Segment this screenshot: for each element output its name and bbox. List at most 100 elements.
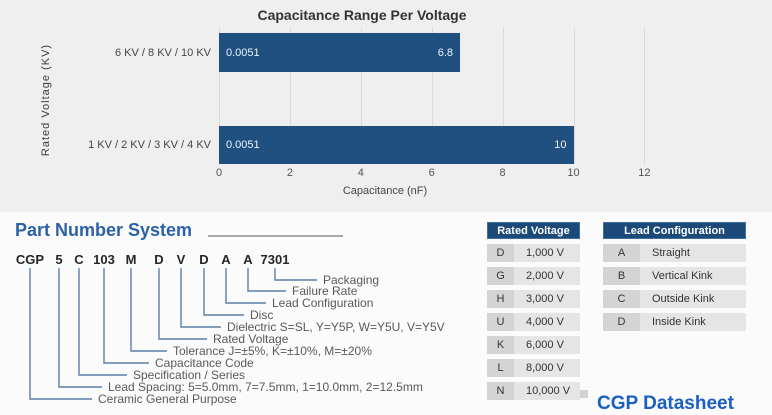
- leader-line: [274, 268, 317, 281]
- value-cell: 1,000 V: [514, 244, 580, 262]
- gridline: [644, 28, 646, 164]
- part-number-segment: C: [74, 252, 84, 267]
- chart-y-axis-title: Rated Voltage (KV): [40, 43, 52, 157]
- part-number-segment-label: Packaging: [323, 273, 380, 287]
- x-tick-label: 4: [357, 167, 364, 179]
- x-tick-label: 8: [499, 167, 506, 179]
- code-cell: A: [603, 244, 640, 262]
- leader-line: [58, 268, 102, 388]
- part-number-segment: A: [243, 252, 253, 267]
- part-number-segment: D: [199, 252, 209, 267]
- code-cell: K: [487, 336, 514, 354]
- leader-line: [103, 268, 149, 364]
- range-bar: 0.0051 6.8: [219, 33, 461, 72]
- part-number-segment: 5: [55, 252, 63, 267]
- bar-max-label: 6.8: [437, 46, 454, 59]
- part-number-segment-label: Dielectric S=SL, Y=Y5P, W=Y5U, V=Y5V: [227, 320, 445, 334]
- part-number-segment-label: Specification / Series: [133, 368, 246, 382]
- part-number-segment: A: [221, 252, 231, 267]
- value-cell: 3,000 V: [514, 290, 580, 308]
- gridline: [360, 28, 362, 164]
- range-bar: 0.0051 10: [219, 126, 574, 164]
- bar-max-label: 10: [554, 139, 567, 151]
- value-cell: 6,000 V: [514, 336, 580, 354]
- chart-x-axis-title: Capacitance (nF): [342, 185, 428, 197]
- leader-line: [247, 268, 286, 292]
- lead-configuration-table-header: Lead Configuration: [603, 222, 746, 239]
- y-category-label: 6 KV / 8 KV / 10 KV: [115, 46, 211, 59]
- decorative-square: [580, 390, 588, 398]
- x-tick-label: 12: [638, 167, 651, 179]
- leader-line: [203, 268, 244, 316]
- part-number-segment-label: Tolerance J=±5%, K=±10%, M=±20%: [173, 344, 372, 358]
- x-tick-label: 6: [428, 167, 435, 179]
- part-number-segment-label: Disc: [250, 308, 274, 322]
- code-cell: U: [487, 313, 514, 331]
- gridline: [431, 28, 433, 164]
- gridline: [289, 28, 291, 164]
- code-cell: H: [487, 290, 514, 308]
- value-cell: Vertical Kink: [640, 267, 746, 285]
- part-number-segment-label: Lead Configuration: [272, 296, 374, 310]
- leader-line: [78, 268, 127, 376]
- value-cell: 4,000 V: [514, 313, 580, 331]
- bar-min-label: 0.0051: [226, 46, 260, 59]
- value-cell: 2,000 V: [514, 267, 580, 285]
- leader-line: [158, 268, 207, 340]
- code-cell: N: [487, 382, 514, 400]
- part-number-segment-label: Lead Spacing: 5=5.0mm, 7=7.5mm, 1=10.0mm…: [108, 380, 423, 394]
- value-cell: Outside Kink: [640, 290, 746, 308]
- leader-line: [180, 268, 221, 328]
- part-number-segment: D: [154, 252, 164, 267]
- code-cell: L: [487, 359, 514, 377]
- capacitance-chart: Capacitance Range Per Voltage 0 2 4 6 8 10 12 0…: [0, 0, 772, 212]
- code-cell: B: [603, 267, 640, 285]
- gridline: [219, 28, 220, 164]
- gridline: [502, 28, 504, 164]
- y-category-label: 1 KV / 2 KV / 3 KV / 4 KV: [88, 139, 211, 151]
- x-tick-label: 2: [286, 167, 293, 179]
- part-number-segment: V: [176, 252, 186, 267]
- code-cell: C: [603, 290, 640, 308]
- chart-title: Capacitance Range Per Voltage: [257, 7, 467, 23]
- code-cell: G: [487, 267, 514, 285]
- cgp-datasheet-link[interactable]: CGP Datasheet: [597, 393, 734, 414]
- leader-line: [29, 268, 92, 400]
- part-number-segment-label: Rated Voltage: [213, 332, 289, 346]
- part-number-system-title: Part Number System: [15, 220, 193, 240]
- code-cell: D: [487, 244, 514, 262]
- part-number-segment-label: Failure Rate: [292, 284, 358, 298]
- part-number-segment-label: Capacitance Code: [155, 356, 254, 370]
- part-number-segment: M: [125, 252, 137, 267]
- leader-line: [225, 268, 266, 304]
- leader-line: [130, 268, 167, 352]
- x-tick-label: 10: [567, 167, 580, 179]
- gridline: [573, 28, 575, 164]
- code-cell: D: [603, 313, 640, 331]
- rated-voltage-table-header: Rated Voltage: [487, 222, 580, 239]
- part-number-segment-label: Ceramic General Purpose: [98, 392, 237, 406]
- part-number-segment: CGP: [15, 252, 45, 267]
- value-cell: Straight: [640, 244, 746, 262]
- part-number-segment: 103: [93, 252, 115, 267]
- bar-min-label: 0.0051: [226, 139, 260, 151]
- part-number-segment: 7301: [260, 252, 290, 267]
- value-cell: 8,000 V: [514, 359, 580, 377]
- x-tick-label: 0: [215, 167, 223, 179]
- heading-rule: [208, 235, 343, 237]
- value-cell: Inside Kink: [640, 313, 746, 331]
- value-cell: 10,000 V: [514, 382, 580, 400]
